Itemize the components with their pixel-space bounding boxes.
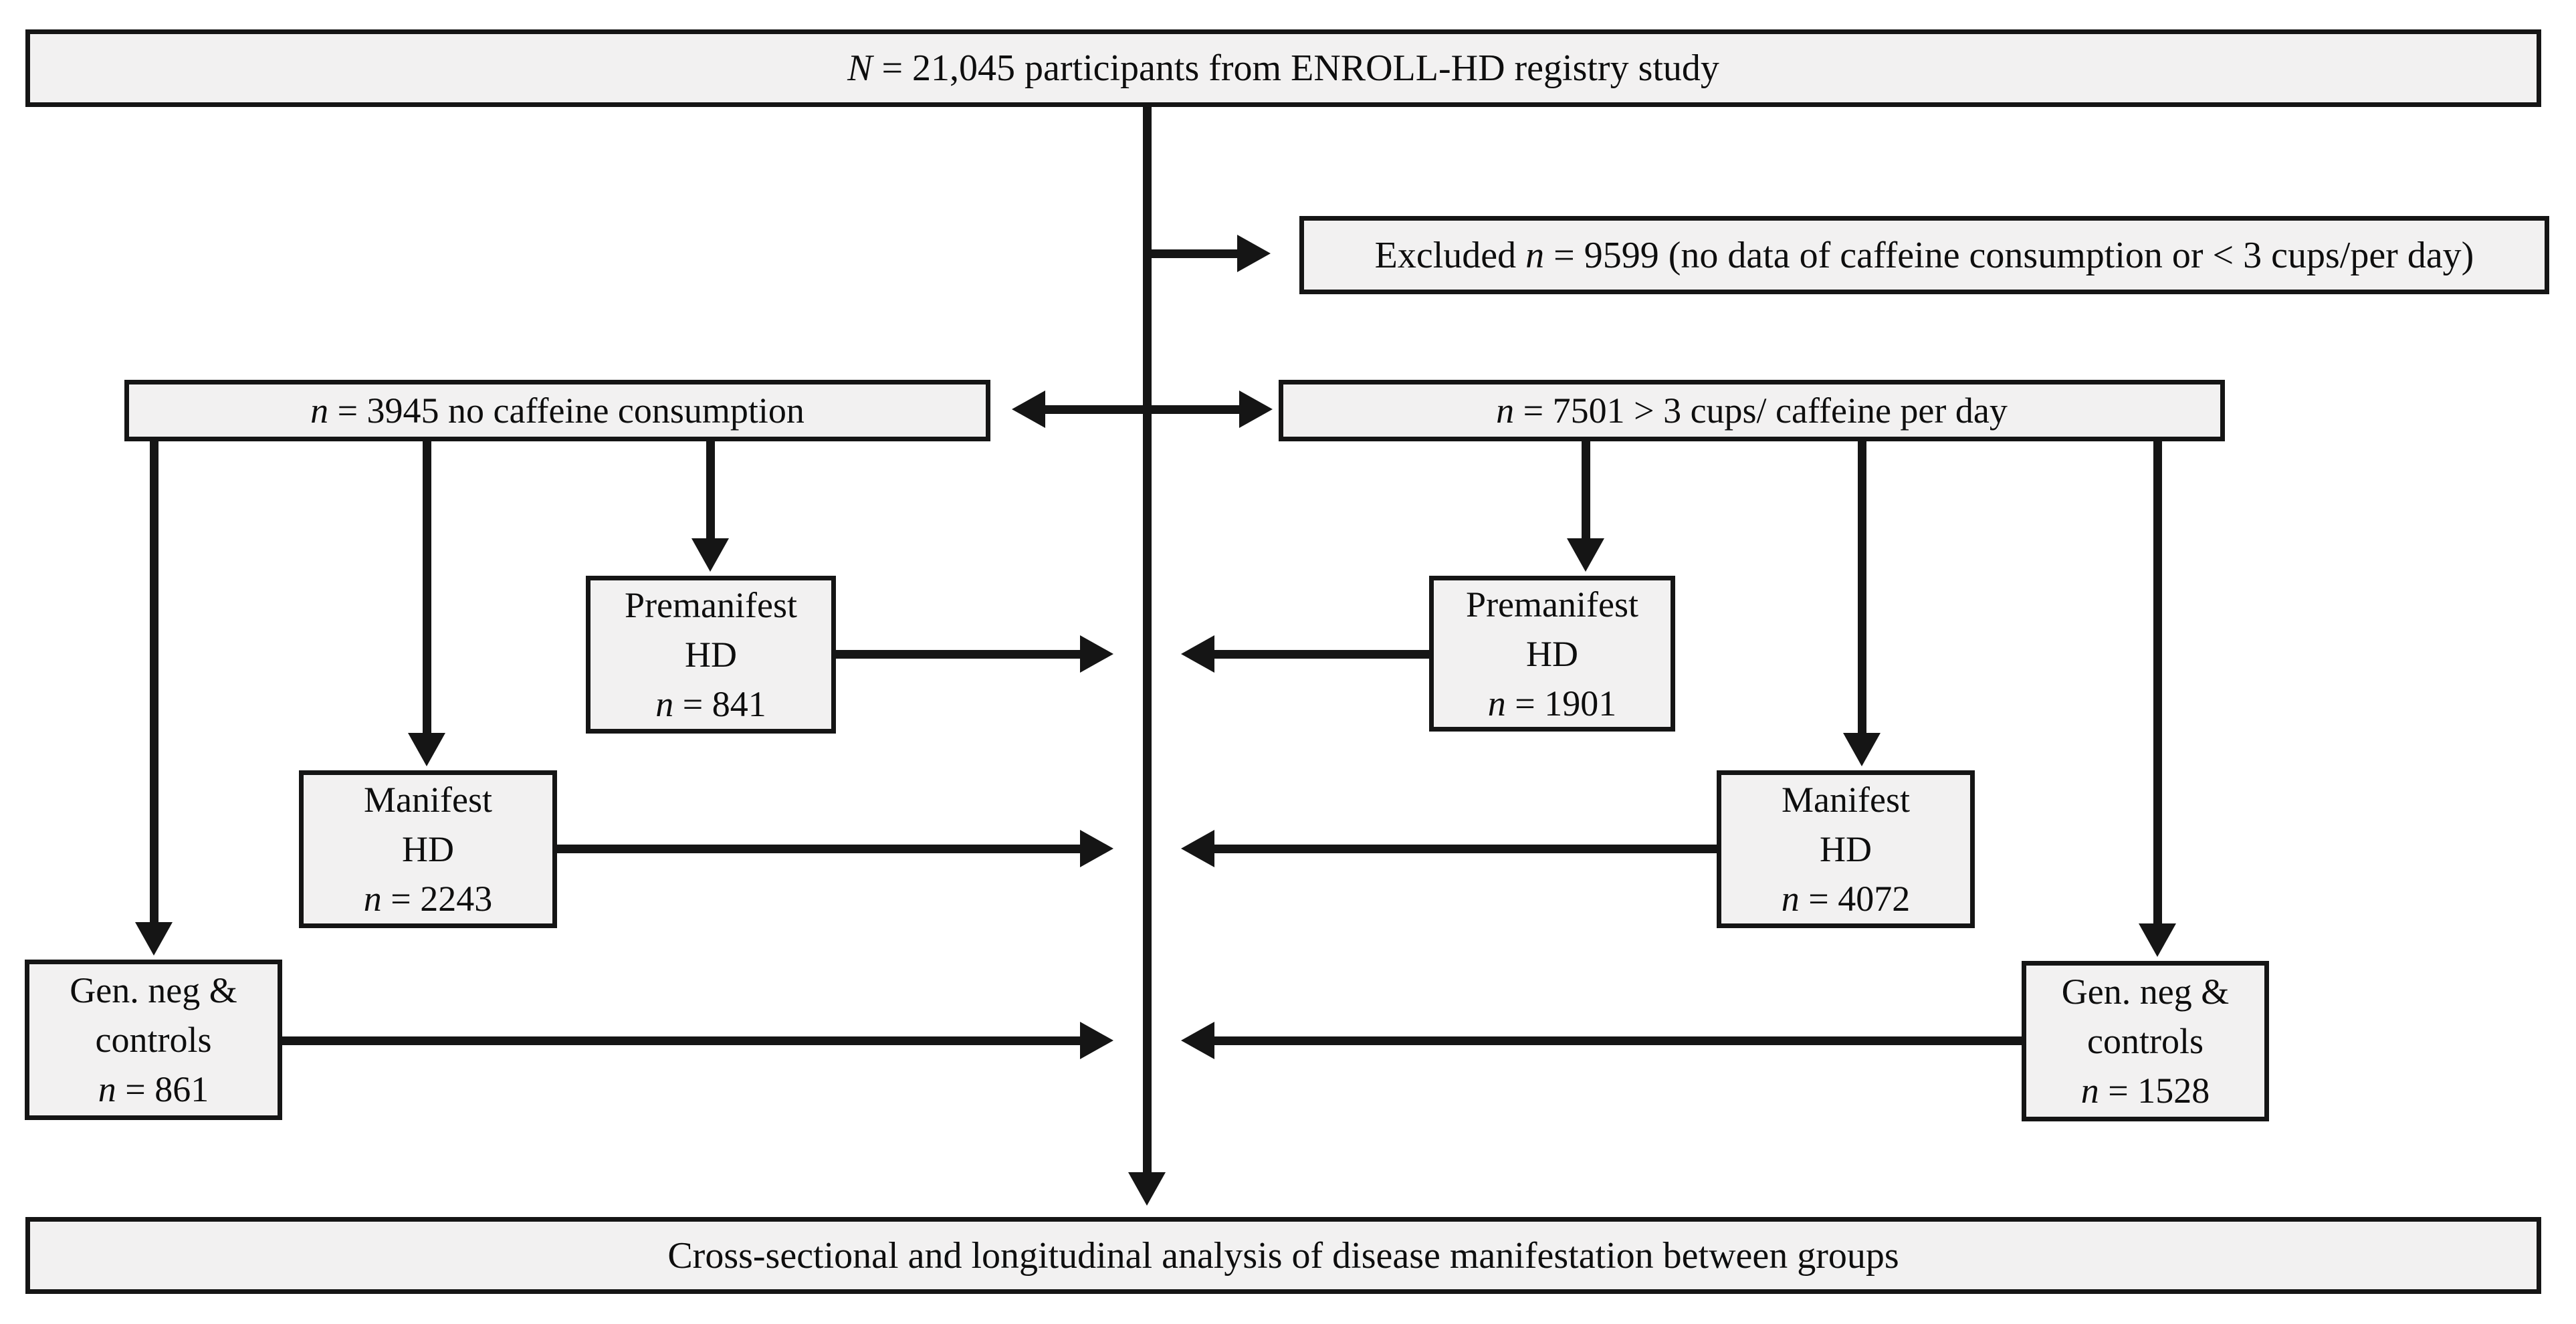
arrowhead-right-manifest <box>1080 830 1113 867</box>
box-text: n = 861 <box>98 1069 209 1109</box>
arrow-no-caffeine-to-gen-neg <box>150 441 158 923</box>
box-analysis: Cross-sectional and longitudinal analysi… <box>25 1217 2541 1294</box>
arrowhead-down-premanifest-left <box>691 538 729 572</box>
box-gene-negative-controls-right: Gen. neg & controls n = 1528 <box>2022 961 2269 1121</box>
box-text: n = 3945 no caffeine consumption <box>310 391 804 431</box>
box-text: controls <box>2087 1021 2204 1061</box>
arrowhead-down-manifest-right <box>1843 733 1881 766</box>
box-text: Premanifest <box>625 585 797 625</box>
arrow-gen-neg-left-to-center <box>282 1036 1081 1045</box>
box-total-participants: N = 21,045 participants from ENROLL-HD r… <box>25 29 2541 107</box>
box-text: Manifest <box>1782 780 1910 820</box>
box-premanifest-hd-left: Premanifest HD n = 841 <box>586 576 836 734</box>
arrow-no-caffeine-to-premanifest <box>706 441 715 540</box>
box-text: Excluded n = 9599 (no data of caffeine c… <box>1374 234 2474 276</box>
arrow-high-caffeine-to-gen-neg <box>2153 441 2162 925</box>
box-no-caffeine-group: n = 3945 no caffeine consumption <box>124 380 990 441</box>
box-text: n = 4072 <box>1781 879 1911 919</box>
arrowhead-left-between-groups <box>1012 391 1045 428</box>
box-text: Gen. neg & <box>2061 972 2230 1012</box>
arrow-high-caffeine-to-manifest <box>1858 441 1866 734</box>
arrowhead-down-gen-neg-right <box>2139 923 2176 957</box>
arrowhead-down-gen-neg-left <box>135 922 173 956</box>
arrow-high-caffeine-to-premanifest <box>1582 441 1590 540</box>
box-text: HD <box>1526 633 1578 674</box>
arrowhead-left-manifest <box>1181 830 1214 867</box>
arrow-no-caffeine-to-manifest <box>423 441 431 734</box>
box-excluded: Excluded n = 9599 (no data of caffeine c… <box>1299 216 2549 294</box>
box-text: n = 2243 <box>363 879 493 919</box>
box-text: n = 7501 > 3 cups/ caffeine per day <box>1496 391 2008 431</box>
box-gene-negative-controls-left: Gen. neg & controls n = 861 <box>25 960 282 1120</box>
arrowhead-right-between-groups <box>1239 391 1273 428</box>
box-text: N = 21,045 participants from ENROLL-HD r… <box>847 47 1719 89</box>
box-text: n = 841 <box>655 684 766 724</box>
arrowhead-down-premanifest-right <box>1567 538 1604 572</box>
box-text: Manifest <box>364 780 492 820</box>
box-text: HD <box>1820 829 1872 869</box>
center-line <box>1143 107 1152 1174</box>
box-text: n = 1901 <box>1487 683 1617 724</box>
box-text: n = 1528 <box>2080 1071 2210 1111</box>
arrowhead-right-premanifest <box>1080 635 1113 673</box>
box-text: Premanifest <box>1466 584 1638 625</box>
box-text: Cross-sectional and longitudinal analysi… <box>667 1234 1899 1277</box>
arrow-manifest-left-to-center <box>557 845 1081 853</box>
box-manifest-hd-right: Manifest HD n = 4072 <box>1717 770 1975 928</box>
arrow-premanifest-left-to-center <box>836 650 1081 659</box>
arrowhead-right-gen-neg <box>1080 1022 1113 1059</box>
arrow-premanifest-right-to-center <box>1214 650 1429 659</box>
arrowhead-down-to-analysis <box>1128 1172 1166 1206</box>
box-text: HD <box>685 635 737 675</box>
box-text: controls <box>95 1020 212 1060</box>
arrowhead-right-to-excluded <box>1237 235 1271 272</box>
box-text: Gen. neg & <box>70 970 237 1010</box>
arrow-manifest-right-to-center <box>1214 845 1717 853</box>
arrowhead-left-premanifest <box>1181 635 1214 673</box>
box-high-caffeine-group: n = 7501 > 3 cups/ caffeine per day <box>1279 380 2225 441</box>
arrowhead-left-gen-neg <box>1181 1022 1214 1059</box>
arrowhead-down-manifest-left <box>408 733 445 766</box>
box-manifest-hd-left: Manifest HD n = 2243 <box>299 770 557 928</box>
arrow-gen-neg-right-to-center <box>1214 1036 2022 1045</box>
arrow-to-excluded <box>1147 249 1237 258</box>
arrow-between-groups <box>1045 405 1239 414</box>
box-premanifest-hd-right: Premanifest HD n = 1901 <box>1429 576 1675 732</box>
box-text: HD <box>402 829 454 869</box>
